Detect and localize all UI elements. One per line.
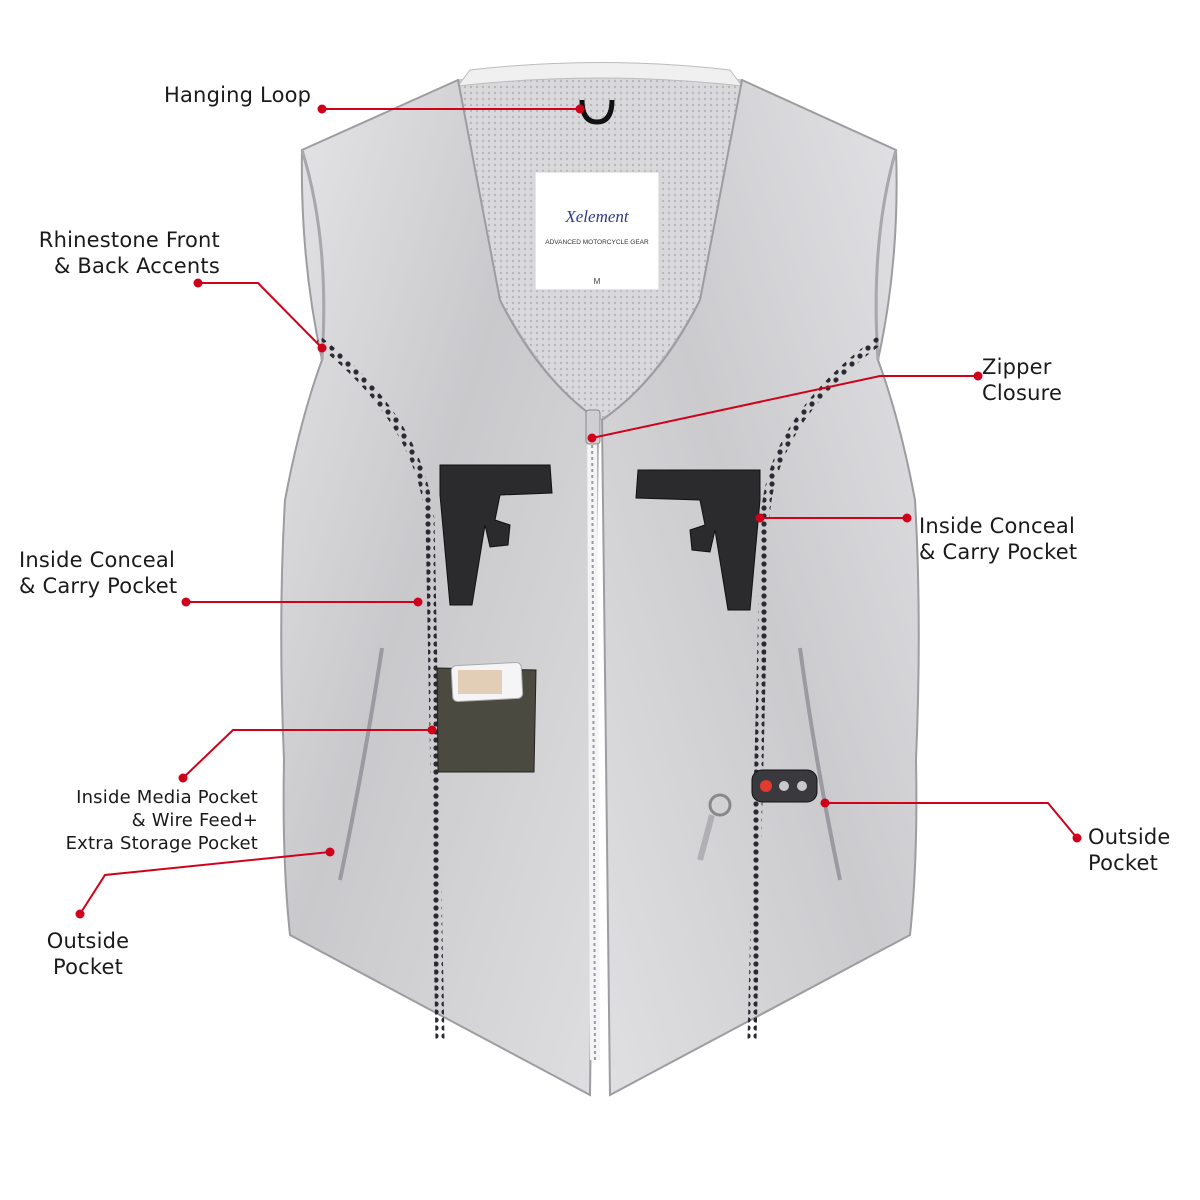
- callout-conceal-right: Inside Conceal & Carry Pocket: [919, 514, 1078, 564]
- callout-media-pocket: Inside Media Pocket & Wire Feed+ Extra S…: [65, 787, 258, 854]
- size-tag: M: [594, 277, 601, 286]
- callout-zipper: Zipper Closure: [982, 355, 1063, 405]
- outside-pocket-right-slit: [798, 647, 842, 881]
- callout-hanging-loop: Hanging Loop: [164, 83, 312, 107]
- zipper: [587, 414, 600, 1061]
- rhinestone-trim-left: [315, 336, 445, 1041]
- brand-label: [534, 171, 660, 291]
- leader-lines: [79, 108, 1078, 915]
- leader-dots: [75, 104, 1082, 919]
- pistol-icon: [439, 464, 553, 606]
- pistol-icon: [635, 469, 761, 611]
- car-key-fob-icon: [697, 769, 818, 861]
- callout-conceal-left: Inside Conceal & Carry Pocket: [19, 548, 178, 598]
- callout-outside-left: Outside Pocket: [46, 929, 130, 979]
- callout-outside-right: Outside Pocket: [1088, 825, 1171, 875]
- outside-pocket-left-slit: [338, 647, 384, 881]
- rhinestone-trim-right: [747, 336, 883, 1041]
- brand-tagline: ADVANCED MOTORCYCLE GEAR: [545, 239, 649, 246]
- brand-logo: Xelement: [564, 207, 630, 226]
- callout-rhinestone: Rhinestone Front & Back Accents: [38, 228, 220, 278]
